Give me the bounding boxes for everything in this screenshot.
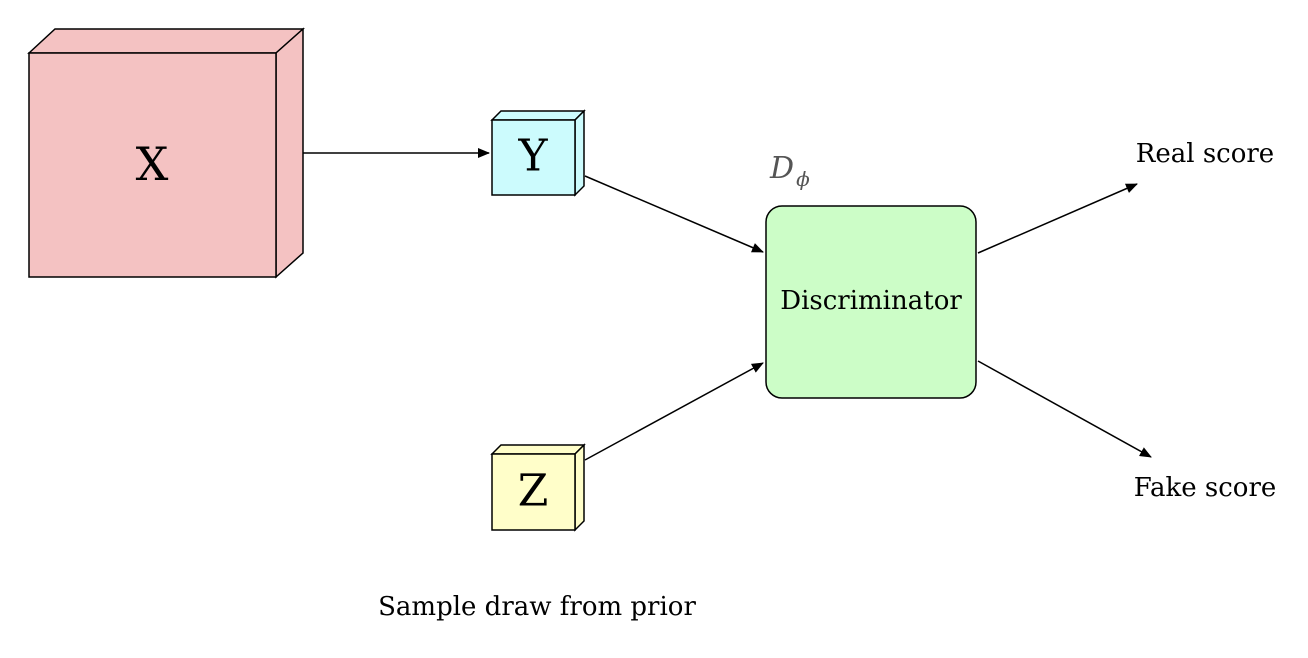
- discriminator-parameter-subscript: ϕ: [796, 167, 810, 191]
- arrow-z-to-discriminator: [584, 362, 764, 461]
- x-block-top-face: [27, 28, 305, 54]
- y-block: Y: [490, 109, 586, 197]
- z-block-front-face: [491, 453, 576, 531]
- discriminator-parameter-main: D: [769, 151, 794, 186]
- discriminator-label: Discriminator: [780, 286, 962, 316]
- discriminator-box: [765, 205, 977, 399]
- x-block-side-face: [275, 27, 304, 279]
- arrow-discriminator-to-real-score: [977, 183, 1138, 254]
- z-block-label: Z: [518, 466, 549, 517]
- x-block: X: [27, 27, 305, 279]
- y-block-label: Y: [517, 131, 548, 182]
- z-block-side-face: [574, 443, 585, 532]
- z-block-top-face: [490, 444, 586, 455]
- real-score-label: Real score: [1136, 139, 1274, 169]
- y-block-front-face: [491, 119, 576, 196]
- y-block-side-face: [574, 109, 585, 197]
- arrow-discriminator-to-fake-score: [977, 360, 1152, 458]
- z-block: Z: [490, 443, 586, 532]
- prior-sample-caption: Sample draw from prior: [378, 592, 696, 622]
- fake-score-label: Fake score: [1134, 473, 1277, 503]
- x-block-label: X: [136, 137, 169, 191]
- y-block-top-face: [490, 110, 586, 121]
- x-block-front-face: [28, 52, 277, 278]
- arrow-y-to-discriminator: [584, 175, 764, 253]
